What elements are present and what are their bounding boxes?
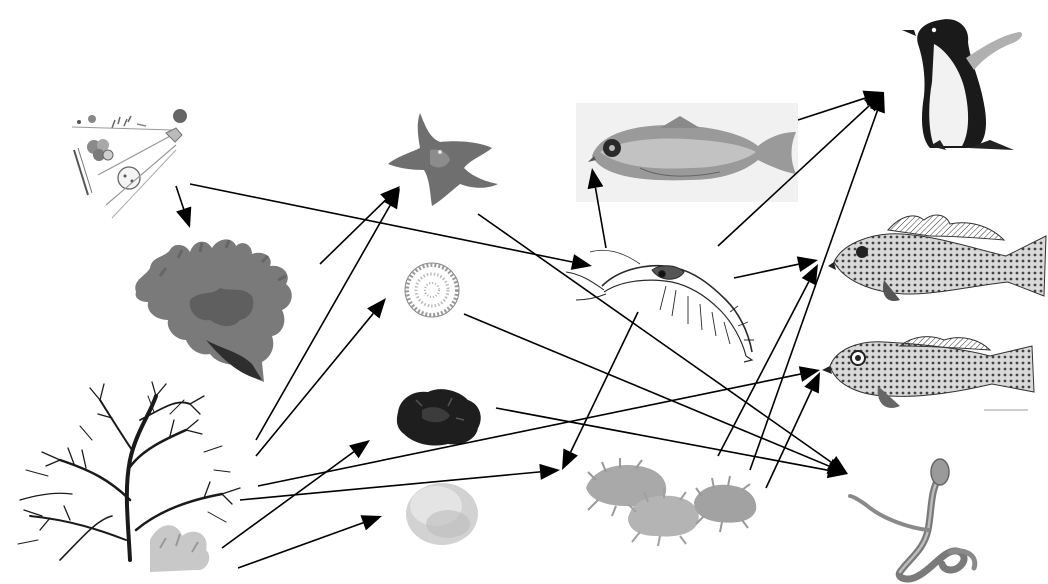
coral-node (135, 239, 292, 382)
macroalgae-node (18, 382, 240, 560)
lanternfish-node (576, 103, 798, 202)
penguin-node (902, 19, 1022, 150)
arrowhead-krill-to-amphipods (562, 449, 578, 470)
arrow-macroalgae-to-icefish (258, 374, 800, 486)
arrowhead-phytoplankton-to-krill (571, 254, 592, 270)
arrow-coral-to-sea-star (320, 200, 386, 264)
limpet-node (406, 483, 478, 545)
arrowhead-macroalgae-to-limpet (360, 515, 382, 530)
arrow-krill-to-rockcod (734, 264, 798, 278)
icefish-node (822, 337, 1034, 410)
arrowhead-macroalgae-to-sponge (349, 440, 370, 458)
arrow-macroalgae-to-amphipods (240, 472, 540, 500)
arrow-phytoplankton-to-coral (176, 186, 184, 209)
arrowhead-phytoplankton-to-coral (176, 206, 191, 228)
arrow-macroalgae-to-limpet (238, 523, 363, 568)
arrowhead-macroalgae-to-sea-urchin (367, 298, 386, 319)
krill-node (566, 250, 754, 362)
rockcod-node (828, 215, 1046, 301)
sea-star-node (388, 113, 498, 206)
nemertean-worm-node (850, 459, 975, 579)
sponge-node (397, 389, 481, 445)
amphipods-node (586, 458, 756, 546)
phytoplankton-node (72, 109, 187, 218)
arrow-lanternfish-to-penguin (798, 98, 865, 120)
macroalgae-holdfast (150, 525, 209, 572)
arrow-sea-urchin-to-nemertean-worm (464, 314, 830, 466)
arrowhead-macroalgae-to-amphipods (539, 464, 560, 480)
sea-urchin-node (405, 263, 459, 317)
